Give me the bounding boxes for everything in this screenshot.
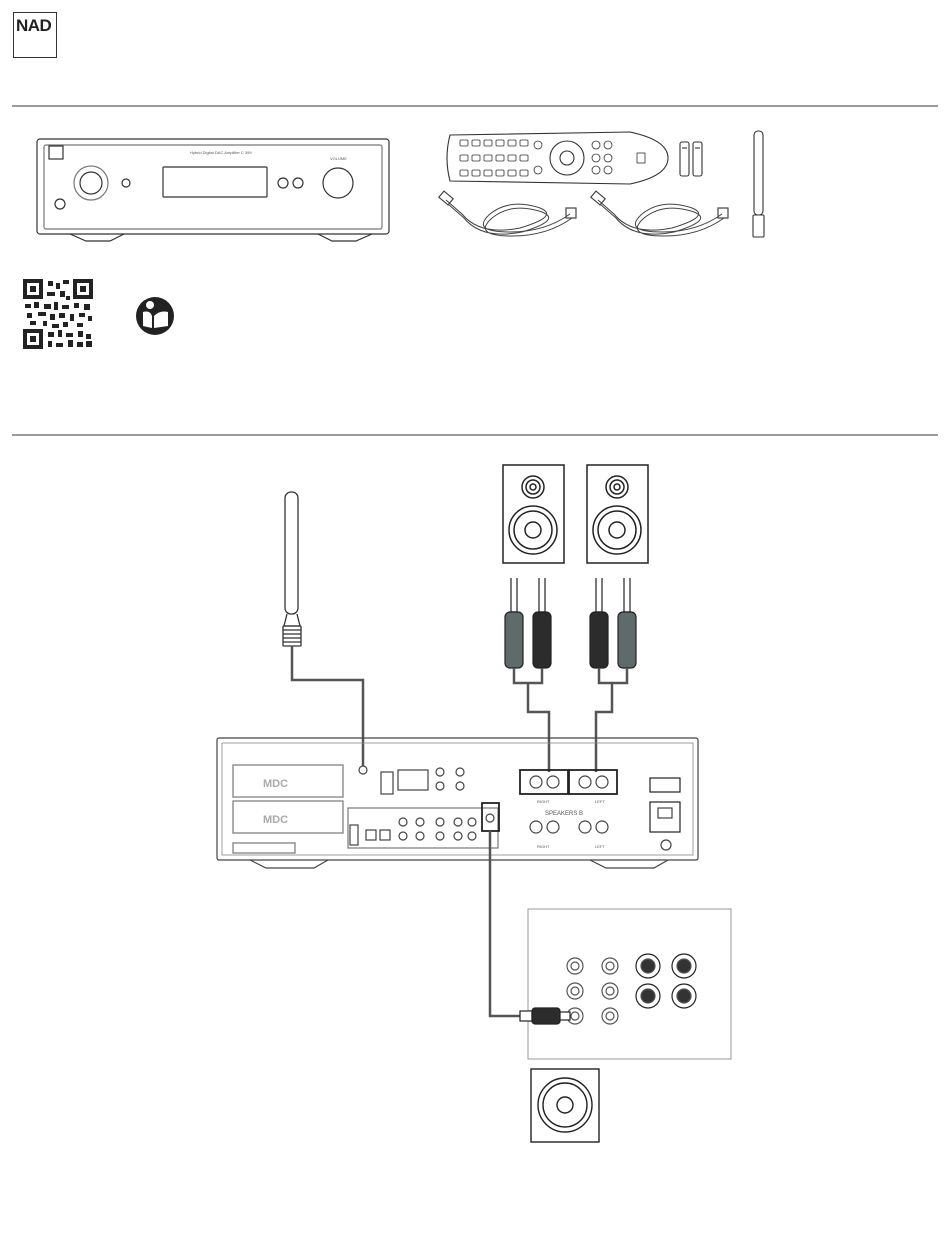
speaker-cables — [514, 668, 627, 772]
antenna-cable — [292, 646, 363, 766]
subwoofer-panel-illustration — [528, 909, 731, 1059]
speaker-icon — [503, 465, 564, 563]
qr-code-icon — [23, 279, 93, 349]
right-channel-b-label: RIGHT — [537, 844, 550, 849]
antenna-accessory-icon — [753, 131, 764, 237]
front-model-caption: Hybrid Digital DAC Amplifier C 399 — [190, 150, 252, 155]
speaker-plugs — [505, 578, 636, 668]
right-channel-a-label: RIGHT — [537, 799, 550, 804]
mdc-slot-2-label: MDC — [263, 814, 288, 826]
read-manual-icon — [136, 297, 174, 335]
mdc-slot-1-label: MDC — [263, 778, 288, 790]
subwoofer-cable — [490, 831, 522, 1016]
antenna-icon — [283, 492, 301, 646]
rear-panel-illustration — [217, 738, 698, 868]
volume-caption: VOLUME — [330, 156, 347, 161]
power-cord-2-illustration — [591, 191, 728, 236]
power-cord-1-illustration — [439, 191, 576, 236]
left-channel-b-label: LEFT — [595, 844, 605, 849]
speaker-icon-right — [587, 465, 648, 563]
subwoofer-icon — [531, 1069, 599, 1142]
batteries-illustration — [680, 142, 702, 176]
rca-plug — [520, 1008, 570, 1024]
left-channel-a-label: LEFT — [595, 799, 605, 804]
remote-control-illustration — [447, 132, 668, 184]
speakers-b-label: SPEAKERS B — [545, 811, 583, 817]
